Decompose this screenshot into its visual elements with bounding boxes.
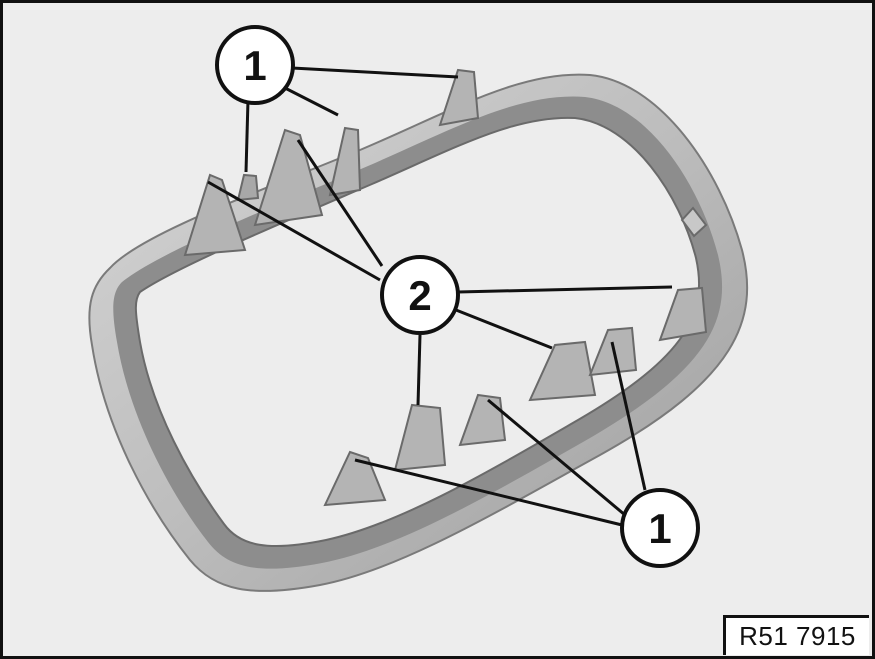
clip-bottom-1 bbox=[323, 450, 387, 507]
leader-lines-top-1 bbox=[244, 66, 459, 173]
callout-1-bottom-label: 1 bbox=[648, 505, 671, 552]
clip-top-3 bbox=[328, 126, 362, 197]
clip-bottom-6 bbox=[658, 286, 708, 342]
callout-1-bottom: 1 bbox=[620, 488, 700, 568]
clip-top-1 bbox=[183, 173, 247, 257]
clip-bottom-3 bbox=[458, 393, 507, 447]
leader-lines-2 bbox=[207, 139, 673, 406]
callout-2-label: 2 bbox=[408, 272, 431, 319]
leader-lines-bottom-1 bbox=[354, 341, 647, 527]
callout-1-top-label: 1 bbox=[243, 42, 266, 89]
callout-2: 2 bbox=[380, 255, 460, 335]
clip-top-2 bbox=[253, 128, 324, 227]
clip-top-5 bbox=[438, 68, 480, 127]
clip-right-tab bbox=[680, 206, 708, 238]
clip-bottom-4 bbox=[528, 340, 597, 402]
clip-bottom-2 bbox=[393, 403, 447, 472]
clip-top-4 bbox=[236, 173, 260, 202]
figure-reference-code: R51 7915 bbox=[723, 615, 869, 655]
callout-1-top: 1 bbox=[215, 25, 295, 105]
